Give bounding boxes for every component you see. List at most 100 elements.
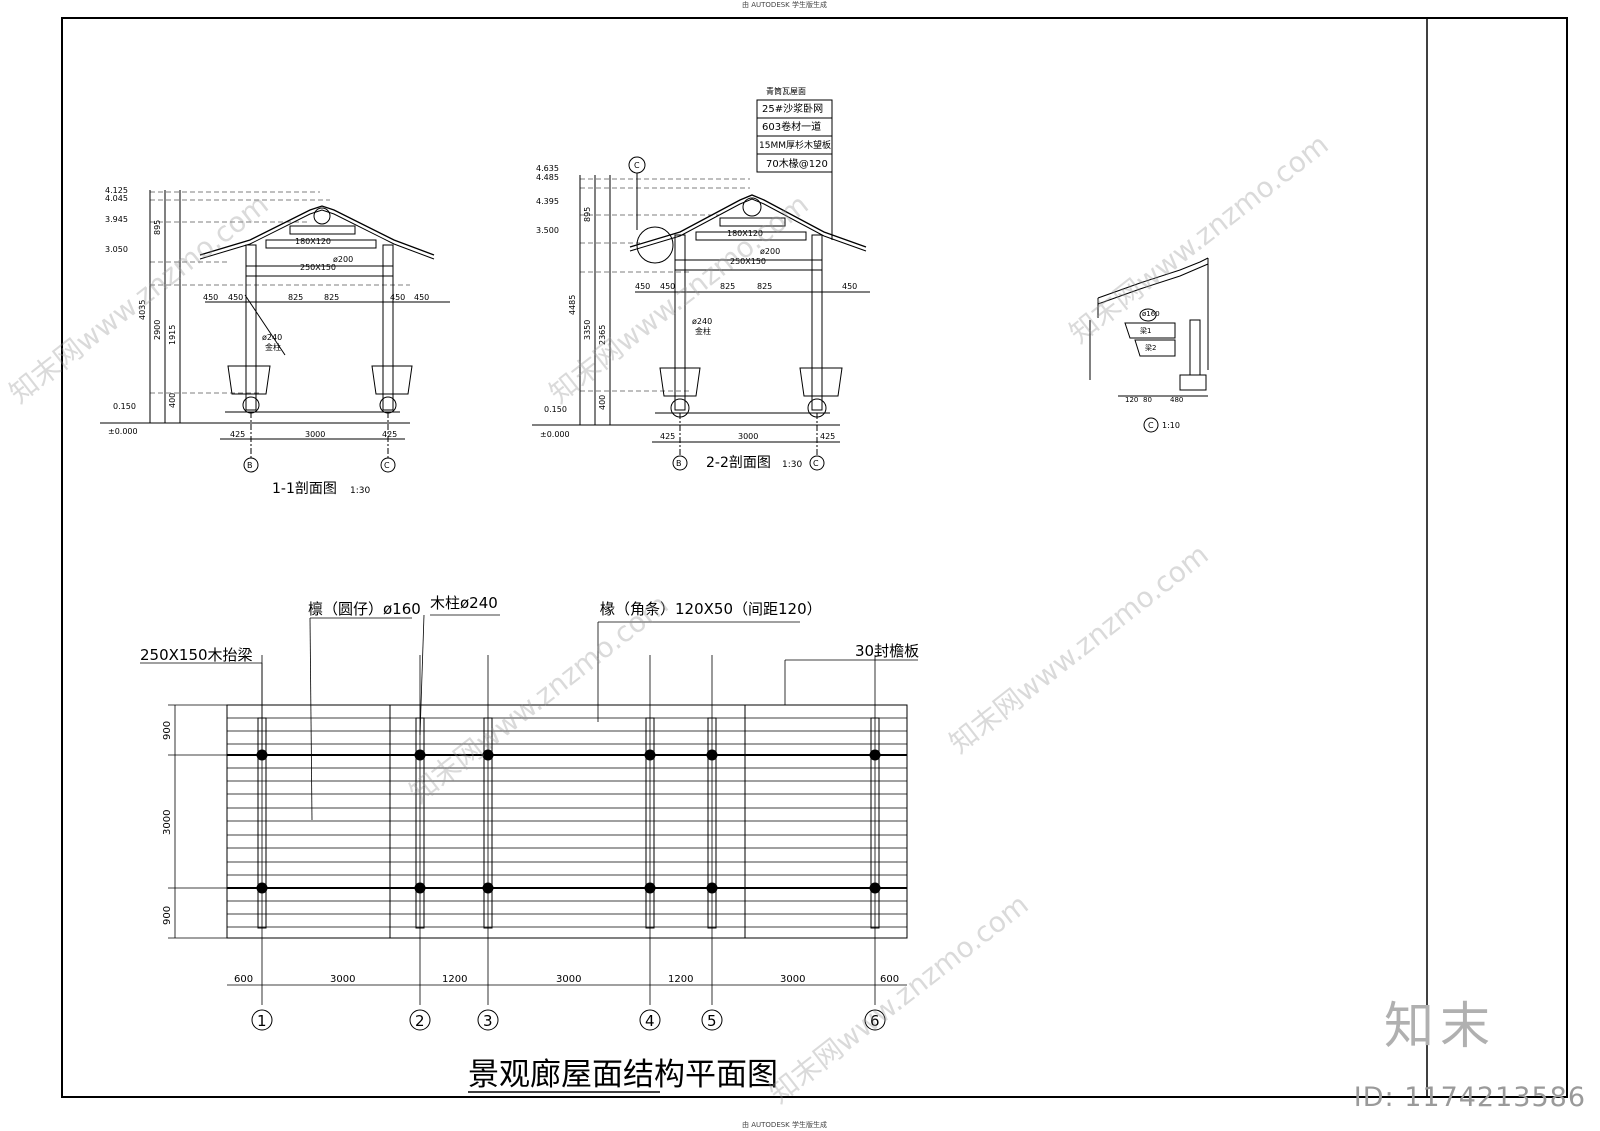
s22-callout: C — [634, 161, 640, 170]
s11-post: ø240 — [262, 333, 282, 342]
detail-c-dim-2: 480 — [1170, 396, 1183, 404]
s22-vdim-4: 400 — [598, 395, 607, 410]
s22-vdim-0: 4485 — [568, 295, 577, 315]
post-mark — [256, 882, 268, 894]
plan-text: 250X150木抬梁 檩（圆仔）ø160 木柱ø240 椽（角条）120X50（… — [140, 594, 919, 1093]
plan-vdim-0: 900 — [162, 721, 173, 740]
plan-hdim-2: 1200 — [442, 974, 467, 985]
s22-post: ø240 — [692, 317, 712, 326]
purlin-pair — [645, 717, 655, 929]
s22-beam-top: 180X120 — [727, 229, 763, 238]
post-mark — [414, 882, 426, 894]
brand-logo: 知末 — [1384, 997, 1496, 1055]
s11-dim-top-0: 450 — [203, 293, 218, 302]
s22-post-note: 金柱 — [695, 326, 711, 336]
s22-dim-top-2: 825 — [720, 282, 735, 291]
plan-hdim-3: 3000 — [556, 974, 581, 985]
plan-battens — [227, 717, 907, 928]
detail-c-label: C — [1148, 421, 1154, 430]
axis-bubble — [477, 1009, 499, 1031]
post-mark — [482, 882, 494, 894]
purlin-pair — [415, 717, 425, 929]
s11-elev-1: 4.045 — [105, 194, 128, 203]
s22-beam: 250X150 — [730, 257, 766, 266]
s11-post-note: 金柱 — [265, 342, 281, 352]
s11-dim-top-4: 450 — [390, 293, 405, 302]
s11-beam-top: 180X120 — [295, 237, 331, 246]
axis-bubble — [701, 1009, 723, 1031]
detail-c-scale: 1:10 — [1162, 421, 1180, 430]
plan-hdim-1: 3000 — [330, 974, 355, 985]
s11-vdim-1: 2900 — [153, 320, 162, 340]
s11-axis-c: C — [384, 461, 390, 470]
s22-elev-2: 4.395 — [536, 197, 559, 206]
purlin-pair — [483, 717, 493, 929]
s11-purlin: ø200 — [333, 255, 353, 264]
s11-dim-bot-1: 3000 — [305, 430, 325, 439]
post-mark — [706, 882, 718, 894]
s22-dim-bot-2: 425 — [820, 432, 835, 441]
detail-c-tag-0: ø160 — [1142, 310, 1160, 318]
s22-dim-bot-0: 425 — [660, 432, 675, 441]
purlin-pair — [870, 717, 880, 929]
s22-roof-0: 青筒瓦屋面 — [766, 86, 806, 96]
s11-vdim-0: 4035 — [138, 300, 147, 320]
s22-vdim-2: 2365 — [598, 325, 607, 345]
s22-elev-0: 4.635 — [536, 164, 559, 173]
plan-vdim-1: 3000 — [162, 810, 173, 835]
section-2-2 — [532, 99, 870, 471]
plan-label-fascia: 30封檐板 — [855, 642, 919, 660]
s22-elev-5: ±0.000 — [540, 430, 570, 439]
s22-dim-top-0: 450 — [635, 282, 650, 291]
autodesk-stamp-top: 由 AUTODESK 学生版生成 — [742, 1, 827, 9]
plan-hdim-5: 3000 — [780, 974, 805, 985]
plan-leaders — [140, 614, 918, 986]
post-mark — [256, 749, 268, 761]
s22-roof-1: 25#沙浆卧网 — [762, 102, 823, 115]
post-mark — [869, 882, 881, 894]
s11-vdim-2: 1915 — [168, 325, 177, 345]
s22-elev-3: 3.500 — [536, 226, 559, 235]
s11-elev-5: ±0.000 — [108, 427, 138, 436]
post-mark — [644, 882, 656, 894]
s11-vdim-3: 895 — [153, 220, 162, 235]
s22-elev-4: 0.150 — [544, 405, 567, 414]
axis-bubble — [864, 1009, 886, 1031]
s22-roof-2: 603卷材一道 — [762, 120, 821, 133]
s11-vdim-4: 400 — [168, 393, 177, 408]
s22-vdim-3: 895 — [583, 207, 592, 222]
axis-label: 2 — [415, 1012, 425, 1030]
axis-bubble — [639, 1009, 661, 1031]
s22-axis-c: C — [813, 459, 819, 468]
axis-bubble — [409, 1009, 431, 1031]
plan-hdim-4: 1200 — [668, 974, 693, 985]
detail-c-tag-2: 梁2 — [1145, 343, 1156, 352]
axis-label: 4 — [645, 1012, 655, 1030]
axis-label: 5 — [707, 1012, 717, 1030]
s11-elev-4: 0.150 — [113, 402, 136, 411]
axis-bubble — [251, 1009, 273, 1031]
section-2-2-text: 4.635 4.485 4.395 3.500 0.150 ±0.000 450… — [536, 86, 857, 471]
s11-dim-bot-0: 425 — [230, 430, 245, 439]
post-mark — [414, 749, 426, 761]
detail-c-dim-0: 120 — [1125, 396, 1138, 404]
plan-hdim-0: 600 — [234, 974, 253, 985]
section-1-1 — [100, 190, 450, 473]
sheet-frame — [61, 17, 1568, 1098]
s11-dim-top-1: 450 — [228, 293, 243, 302]
s11-dim-top-3: 825 — [324, 293, 339, 302]
plan-label-rafter: 椽（角条）120X50（间距120） — [600, 600, 822, 618]
s22-scale: 1:30 — [782, 460, 802, 470]
s22-roof-3: 15MM厚杉木望板 — [759, 139, 831, 151]
s22-purlin: ø200 — [760, 247, 780, 256]
s22-dim-bot-1: 3000 — [738, 432, 758, 441]
s22-vdim-1: 3350 — [583, 320, 592, 340]
s11-axis-b: B — [247, 461, 253, 470]
s22-dim-top-1: 450 — [660, 282, 675, 291]
s11-dim-top-2: 825 — [288, 293, 303, 302]
s22-dim-top-4: 450 — [842, 282, 857, 291]
s22-roof-4: 70木椽@120 — [766, 157, 828, 170]
s11-beam: 250X150 — [300, 263, 336, 272]
plan-label-post: 木柱ø240 — [430, 594, 498, 612]
